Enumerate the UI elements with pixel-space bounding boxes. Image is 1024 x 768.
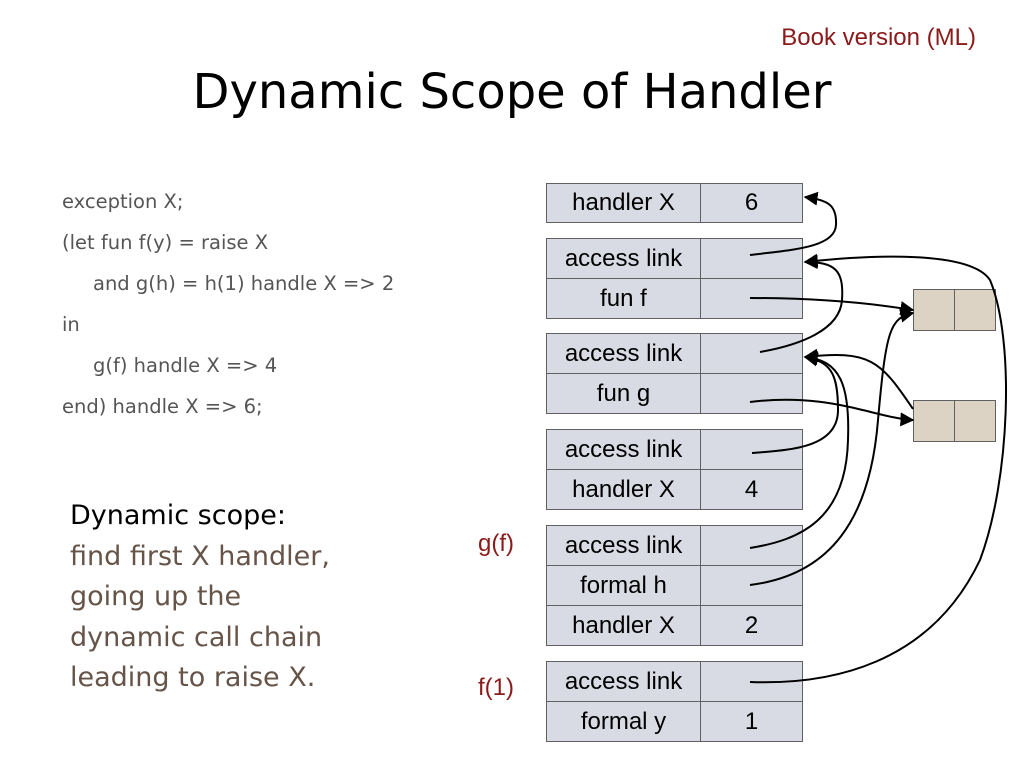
note-line: going up the [70,581,242,612]
record-fung-fun-g-label: fun g [546,373,701,414]
record-let-fun-f-value [700,278,803,319]
closure-g-code [954,400,996,442]
record-f-formal-y-value: 1 [700,701,803,742]
note-heading: Dynamic scope: [70,500,286,531]
record-fung-access-link-label: access link [546,333,701,374]
slide-title: Dynamic Scope of Handler [192,64,832,120]
record-handler4-access-link-label: access link [546,429,701,470]
record-let-access-link-value [700,238,803,279]
code-line: g(f) handle X => 4 [93,354,278,377]
code-line: and g(h) = h(1) handle X => 2 [93,272,395,295]
record-g-handler-x-label: handler X [546,605,701,646]
closure-env-arrow [803,348,914,410]
record-handler4-handler-x-value: 4 [700,469,803,510]
code-line: exception X; [62,190,184,213]
closure-g-env [913,400,955,442]
record-top-handler-x-label: handler X [546,183,701,223]
record-handler4-handler-x-label: handler X [546,469,701,510]
version-tag: Book version (ML) [781,24,976,51]
note-line: dynamic call chain [70,621,323,653]
note-line: leading to raise X. [70,662,316,693]
record-g-handler-x-value: 2 [700,605,803,646]
record-g-access-link-label: access link [546,525,701,566]
closure-f-env [913,289,955,331]
record-g-formal-h-value [700,565,803,606]
frame-label-f: f(1) [478,674,514,701]
record-let-fun-f-label: fun f [546,278,701,319]
code-line: end) handle X => 6; [62,395,263,418]
record-fung-fun-g-value [700,373,803,414]
code-line: (let fun f(y) = raise X [62,231,269,254]
record-top-handler-x-value: 6 [700,183,803,223]
record-handler4-access-link-value [700,429,803,470]
record-g-access-link-value [700,525,803,566]
code-listing: exception X; (let fun f(y) = raise X and… [62,186,394,432]
record-f-access-link-label: access link [546,661,701,702]
record-fung-access-link-value [700,333,803,374]
note-line: find first X handler, [70,540,330,572]
closure-f-code [954,289,996,331]
dynamic-scope-note: Dynamic scope: find first X handler, goi… [70,496,330,699]
record-g-formal-h-label: formal h [546,565,701,606]
record-f-access-link-value [700,661,803,702]
frame-label-g: g(f) [478,530,514,557]
record-f-formal-y-label: formal y [546,701,701,742]
record-let-access-link-label: access link [546,238,701,279]
code-line: in [62,313,80,336]
